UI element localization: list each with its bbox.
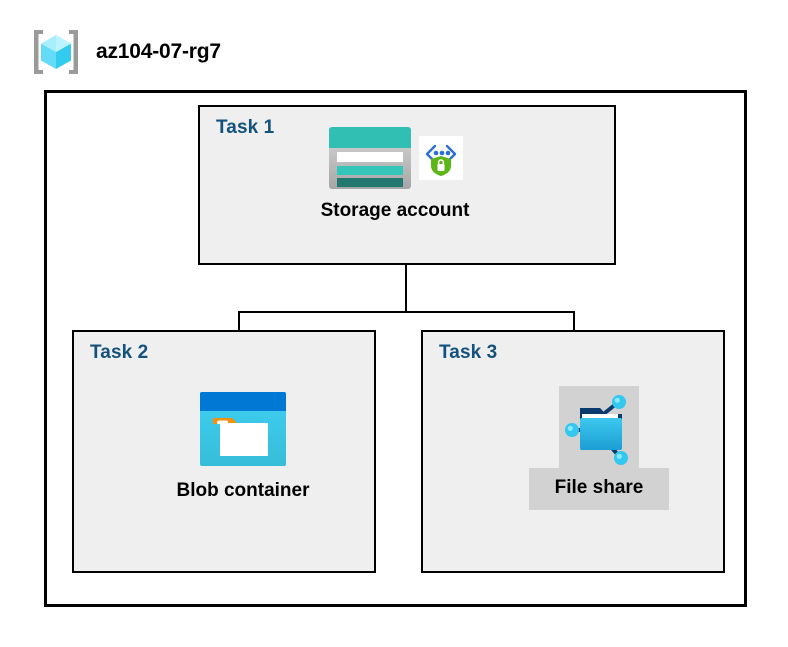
node-storage-account: Storage account <box>290 122 500 222</box>
node-file-share: File share <box>500 386 698 510</box>
file-share-caption-plate: File share <box>528 468 670 510</box>
resource-group-name: az104-07-rg7 <box>96 40 221 63</box>
resource-group-header: az104-07-rg7 <box>30 26 221 78</box>
encryption-shield-icon <box>419 136 463 180</box>
blob-container-caption: Blob container <box>176 480 310 501</box>
connector-horizontal-bar <box>238 311 575 313</box>
blob-container-icon <box>198 390 288 468</box>
task-1-label: Task 1 <box>216 117 275 138</box>
node-blob-container: Blob container <box>150 390 336 502</box>
file-share-caption: File share <box>554 477 644 498</box>
task-2-label: Task 2 <box>90 342 149 363</box>
task-3-label: Task 3 <box>439 342 498 363</box>
connector-task1-trunk <box>405 265 407 313</box>
storage-account-caption: Storage account <box>320 200 470 221</box>
file-share-icon <box>560 388 638 468</box>
storage-account-icon <box>327 125 413 191</box>
task-3-box: Task 3 <box>421 330 725 573</box>
resource-group-cube-icon <box>30 26 82 78</box>
